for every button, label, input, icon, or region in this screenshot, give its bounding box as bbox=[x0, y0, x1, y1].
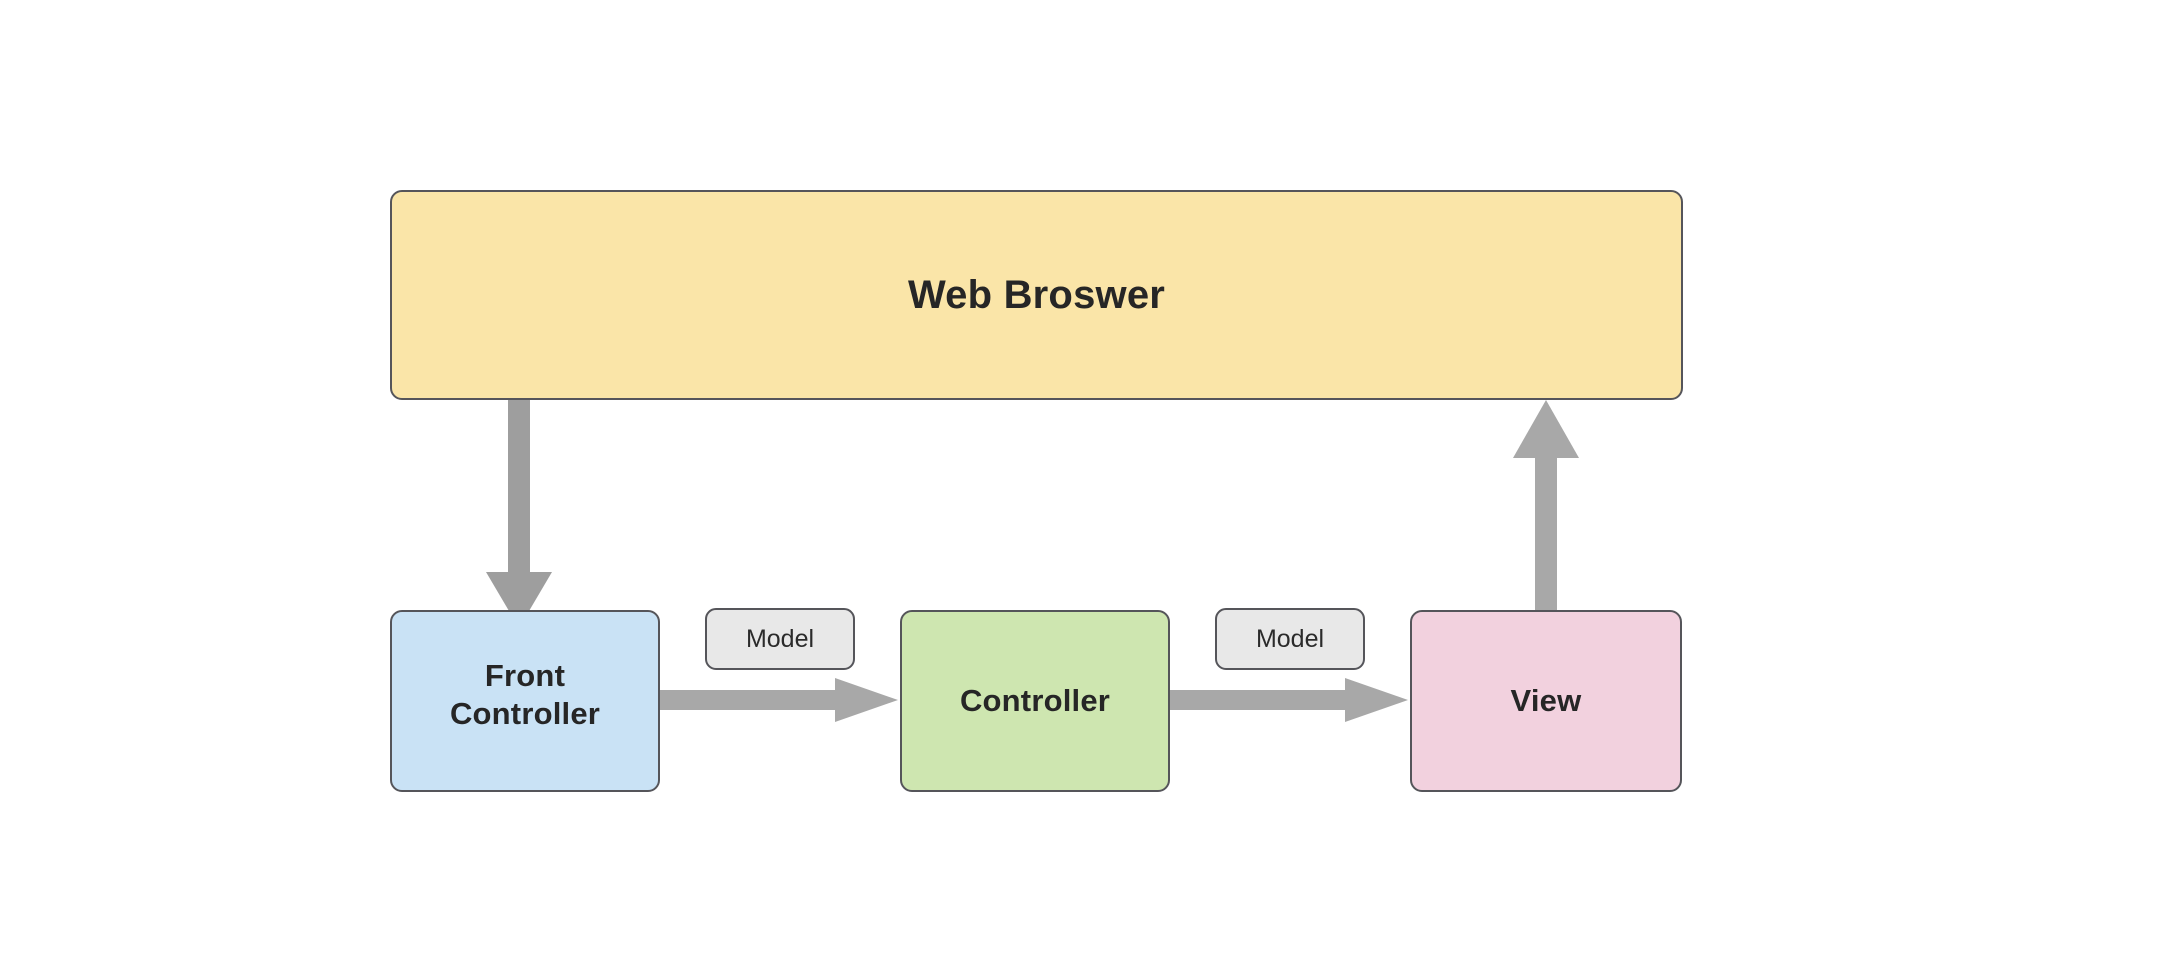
node-label-controller: Controller bbox=[959, 683, 1111, 719]
arrow-front-controller-to-controller bbox=[660, 678, 898, 722]
node-front-controller[interactable]: Front Controller bbox=[390, 610, 660, 792]
node-controller[interactable]: Controller bbox=[900, 610, 1170, 792]
node-label-front-controller-line2: Controller bbox=[449, 696, 601, 731]
node-web-browser[interactable]: Web Broswer bbox=[390, 190, 1683, 400]
arrow-controller-to-view bbox=[1170, 678, 1408, 722]
node-view[interactable]: View bbox=[1410, 610, 1682, 792]
node-label-web-browser: Web Broswer bbox=[907, 272, 1166, 317]
edge-label-model-1-text: Model bbox=[745, 624, 815, 653]
edge-label-model-1[interactable]: Model bbox=[705, 608, 855, 670]
node-label-front-controller: Front Controller bbox=[450, 657, 600, 733]
arrow-view-to-browser bbox=[1513, 400, 1579, 612]
edge-label-model-2-text: Model bbox=[1255, 624, 1325, 653]
edge-label-model-2[interactable]: Model bbox=[1215, 608, 1365, 670]
arrow-browser-to-front-controller bbox=[486, 400, 552, 628]
node-label-front-controller-line1: Front bbox=[484, 658, 566, 694]
node-label-view: View bbox=[1510, 683, 1582, 719]
